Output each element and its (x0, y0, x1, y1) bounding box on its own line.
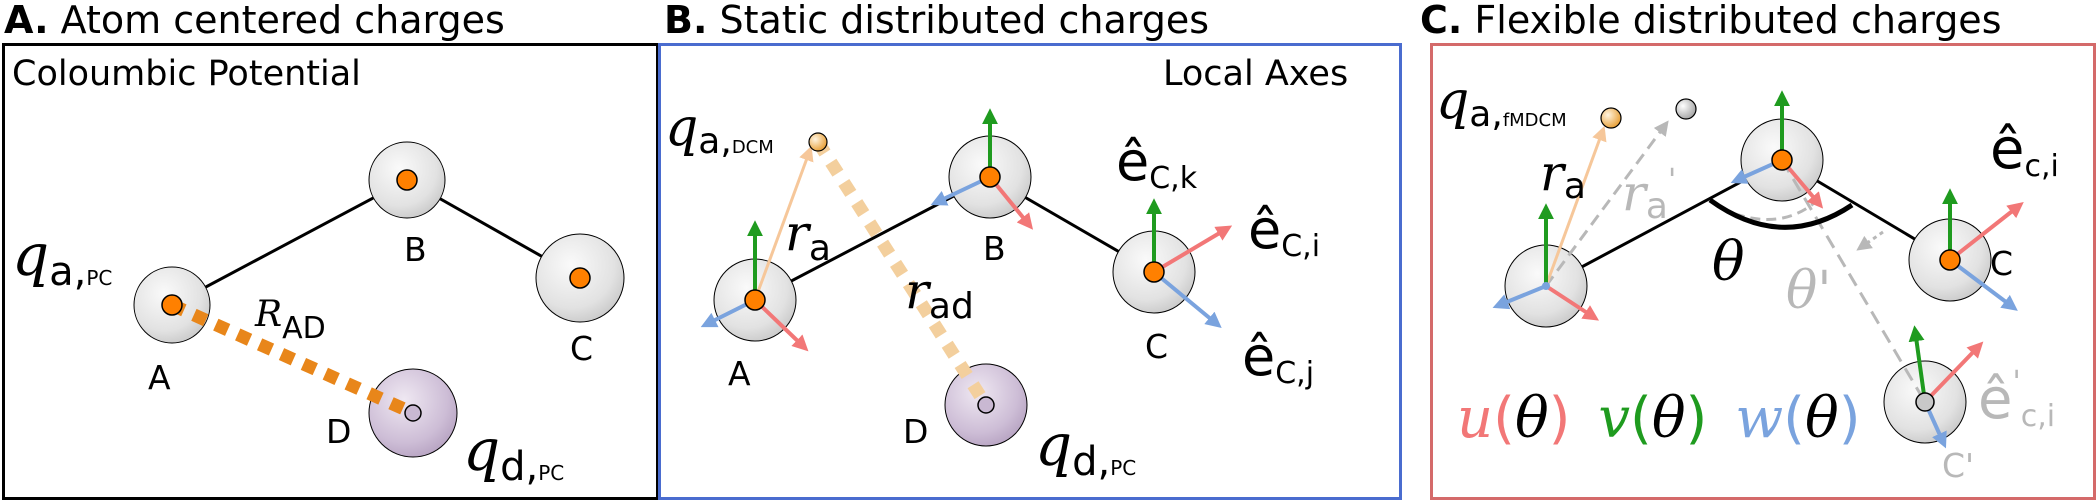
charge-label-d: qd,PC (463, 416, 564, 490)
atom-c-center (569, 267, 591, 289)
r-a-arrow (753, 145, 814, 301)
distance-label-rad: RAD (254, 294, 326, 346)
r-a-label: ra (1540, 144, 1586, 207)
atom-label-c: C (1990, 244, 2013, 283)
bond-a-b (171, 178, 408, 307)
charge-label-a: qa,PC (12, 221, 112, 295)
axis-label-ci: êc,i (1990, 117, 2059, 184)
atom-label-c-prime: C' (1942, 446, 1974, 485)
panel-b-box-label: Local Axes (1163, 54, 1348, 94)
atom-b-center (1771, 149, 1793, 171)
panel-a-diagram: Coloumbic Potential A B C D qa,PC qd,PC … (12, 54, 625, 490)
axis-label-ci: êC,i (1248, 198, 1320, 264)
atom-label-b: B (404, 230, 427, 269)
atom-label-d: D (326, 412, 351, 451)
panel-c-diagram: qa,fMDCM ra ra' θ θ' C C' êc,i ê'c,i u(θ… (1436, 71, 2059, 485)
atom-c-center (1143, 261, 1165, 283)
atom-label-a: A (148, 358, 171, 397)
axis-label-ci-prime: ê'c,i (1978, 365, 2055, 434)
atom-c-prime-center (1915, 392, 1935, 412)
panel-c-letter: C. (1420, 0, 1463, 42)
atom-label-a: A (728, 354, 751, 393)
flexible-charge-sphere (1600, 107, 1622, 129)
distance-r-ad-line (812, 138, 992, 409)
panel-a-title-text: Atom centered charges (60, 0, 505, 42)
panel-c-title: C. Flexible distributed charges (1420, 0, 2002, 40)
panel-b-frame (658, 43, 1402, 500)
charge-label-a-dcm: qa,DCM (665, 98, 774, 162)
r-ad-label: rad (905, 262, 974, 327)
atom-a-center (161, 294, 183, 316)
distributed-charge-sphere (808, 132, 828, 152)
charge-label-d: qd,PC (1035, 411, 1136, 485)
atom-b-center (979, 166, 1001, 188)
atom-label-c: C (1145, 327, 1168, 366)
ghost-charge-sphere (1675, 98, 1697, 120)
theta-angle-arc (1708, 197, 1854, 230)
axis-red-cprime (1923, 341, 1984, 404)
axis-color-legend: u(θ) v(θ) w(θ) (1457, 386, 1861, 451)
distance-a-d-line (169, 299, 416, 419)
atom-d-center (404, 404, 422, 422)
atom-a-center (744, 289, 766, 311)
axis-red-a (1544, 284, 1600, 321)
r-a-prime-label: ra' (1622, 163, 1676, 227)
atom-d-center (977, 396, 995, 414)
axis-red-c (1948, 202, 2024, 262)
panel-c-title-text: Flexible distributed charges (1474, 0, 2002, 42)
atom-label-b: B (983, 229, 1006, 268)
atom-label-c: C (570, 329, 593, 368)
panel-a-frame (2, 43, 659, 500)
panel-c-frame (1430, 43, 2096, 500)
axis-blue-c (1152, 270, 1222, 329)
axis-green-cprime (1908, 325, 1927, 403)
panel-b-title-text: Static distributed charges (719, 0, 1210, 42)
atom-c-center (1939, 249, 1961, 271)
theta-prime-label: θ' (1786, 261, 1832, 321)
ghost-bond-b-cprime (1780, 159, 1927, 403)
r-a-prime-arrow (1544, 120, 1669, 287)
r-a-label: ra (785, 204, 831, 269)
atom-label-d: D (903, 412, 928, 451)
panel-b-title: B. Static distributed charges (664, 0, 1209, 40)
axis-red-c (1152, 225, 1233, 274)
theta-label: θ (1712, 230, 1745, 293)
charge-label-a-fmdcm: qa,fMDCM (1436, 71, 1567, 135)
panel-b-letter: B. (664, 0, 708, 42)
axis-blue-c (1948, 258, 2018, 311)
axis-blue-a (1492, 284, 1547, 310)
axis-label-ck: êC,k (1116, 130, 1198, 196)
atom-b-center (396, 169, 418, 191)
panel-a-box-label: Coloumbic Potential (12, 54, 361, 94)
axis-red-a (753, 298, 809, 352)
axis-label-cj: êC,j (1242, 325, 1314, 391)
panel-b-diagram: Local Axes A B C D qa,DCM (665, 54, 1348, 485)
atom-a-center (1542, 282, 1550, 290)
panel-a-title: A. Atom centered charges (4, 0, 505, 40)
panel-a-letter: A. (4, 0, 49, 42)
ghost-small-arrow (1856, 230, 1884, 251)
r-a-arrow (1544, 125, 1607, 287)
